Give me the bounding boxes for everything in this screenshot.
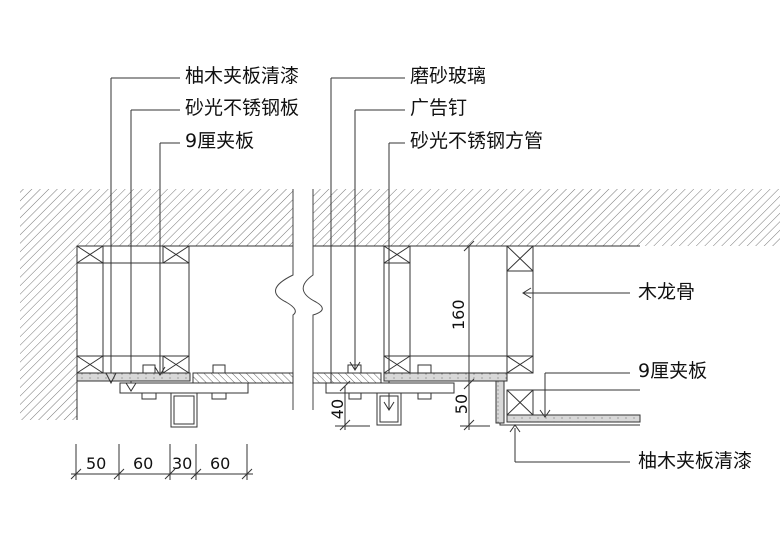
label-teak-veneer-clear-lacquer-right: 柚木夹板清漆: [638, 450, 753, 472]
left-assembly: [77, 78, 293, 427]
dimension-lines: [71, 241, 490, 480]
label-plywood-9mm: 9厘夹板: [185, 130, 255, 152]
label-plywood-9mm-right: 9厘夹板: [638, 360, 708, 382]
slab-left-hatch: [20, 189, 293, 420]
concrete-slab: [20, 189, 780, 420]
label-teak-veneer-clear-lacquer: 柚木夹板清漆: [185, 65, 300, 87]
dim-30: 30: [172, 454, 193, 473]
dim-50: 50: [86, 454, 107, 473]
leader-lines: [106, 78, 630, 462]
dim-40: 40: [328, 398, 347, 420]
dim-60-b: 60: [210, 454, 231, 473]
dim-60-a: 60: [133, 454, 154, 473]
slab-right-hatch: [313, 189, 780, 246]
dim-50-vertical: 50: [452, 393, 471, 415]
right-assembly: [313, 78, 640, 425]
dim-160: 160: [449, 299, 468, 330]
slab-left-outline: [77, 246, 293, 420]
label-frosted-stainless-square-tube: 砂光不锈钢方管: [410, 130, 544, 152]
label-advertising-nail: 广告钉: [410, 97, 468, 119]
label-wood-keel: 木龙骨: [638, 281, 696, 303]
label-frosted-glass: 磨砂玻璃: [410, 65, 487, 87]
label-frosted-stainless-plate: 砂光不锈钢板: [185, 97, 300, 119]
